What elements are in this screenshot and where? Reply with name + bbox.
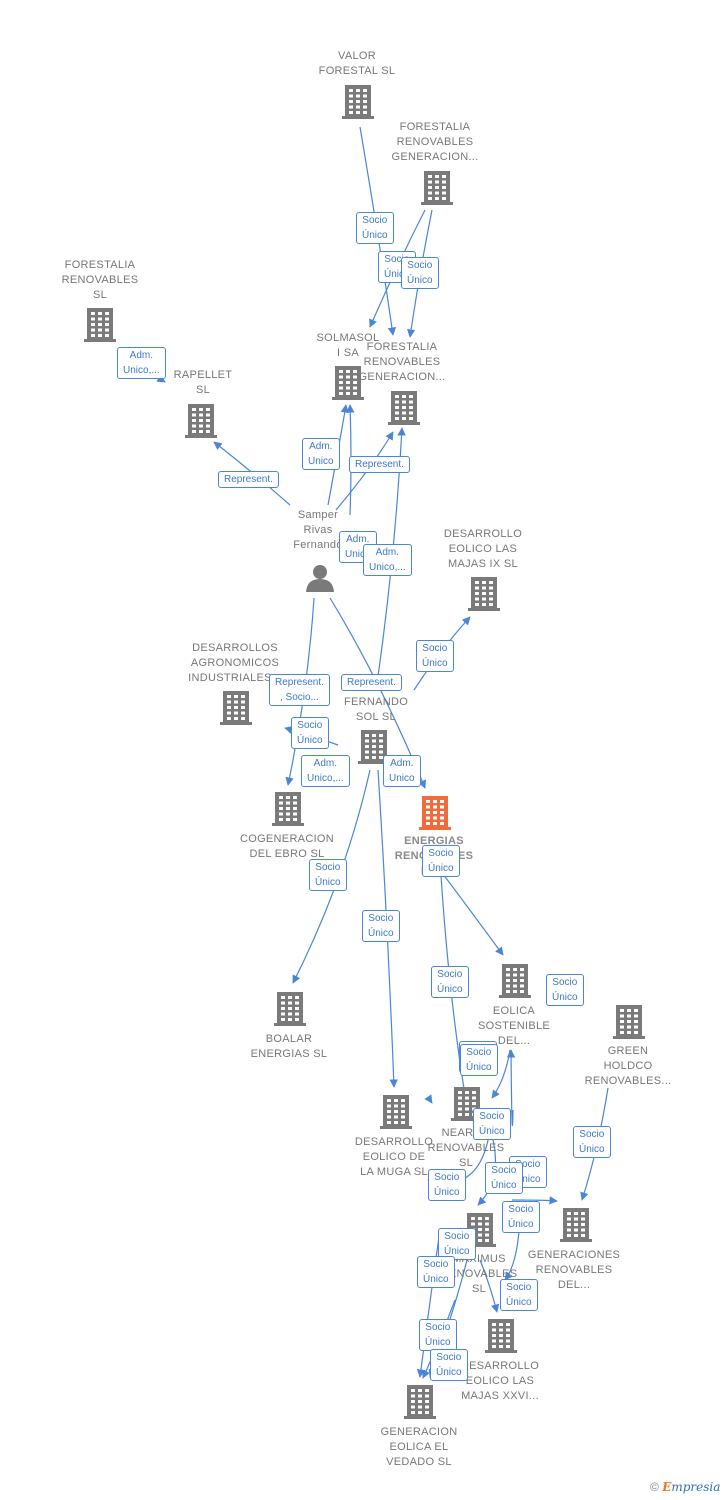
node-label-forestalia-gen-top[interactable]: FORESTALIA RENOVABLES GENERACION... [391, 121, 479, 163]
relationship-label[interactable]: Represent. , Socio... [269, 674, 330, 706]
node-label-fernando-sol[interactable]: FERNANDO SOL SL [343, 696, 409, 723]
building-icon[interactable] [185, 404, 217, 438]
relationship-label[interactable]: Socio Único [573, 1126, 611, 1158]
relationship-label[interactable]: Socio Único [422, 845, 460, 877]
relationship-label[interactable]: Socio Único [416, 640, 454, 672]
node-label-majas-ix[interactable]: DESARROLLO EOLICO LAS MAJAS IX SL [443, 528, 523, 570]
relationship-label[interactable]: Adm. Unico,... [363, 544, 412, 576]
relationship-label[interactable]: Represent. [218, 471, 279, 488]
relationship-label[interactable]: Socio Único [362, 910, 400, 942]
building-icon[interactable] [358, 730, 390, 764]
relationship-label[interactable]: Adm. Unico,... [117, 347, 166, 379]
relationship-label[interactable]: Adm. Unico [302, 438, 340, 470]
building-icon[interactable] [272, 792, 304, 826]
relationship-edge [511, 1196, 558, 1205]
building-icon[interactable] [404, 1385, 436, 1419]
relationship-label[interactable]: Socio Único [485, 1162, 523, 1194]
building-icon[interactable] [84, 308, 116, 342]
empresia-logo: © Empresia [650, 1480, 720, 1494]
relationship-label[interactable]: Socio Único [546, 974, 584, 1006]
relationship-edge [506, 1049, 516, 1127]
node-label-majas-xxvi[interactable]: DESARROLLO EOLICO LAS MAJAS XXVI... [460, 1360, 540, 1402]
node-label-valor[interactable]: VALOR FORESTAL SL [318, 50, 396, 77]
building-icon[interactable] [220, 691, 252, 725]
relationship-label[interactable]: Socio Único [473, 1108, 511, 1140]
building-icon[interactable] [388, 391, 420, 425]
relationship-label[interactable]: Socio Único [430, 1349, 468, 1381]
relationship-label[interactable]: Socio Único [401, 257, 439, 289]
relationship-edge [439, 869, 504, 956]
building-icon[interactable] [342, 85, 374, 119]
node-label-samper[interactable]: Samper Rivas Fernando [293, 509, 343, 551]
building-icon[interactable] [560, 1208, 592, 1242]
building-icon[interactable] [332, 366, 364, 400]
node-label-eolica-sostenible[interactable]: EOLICA SOSTENIBLE DEL... [477, 1005, 551, 1047]
building-icon[interactable] [421, 171, 453, 205]
relationship-label[interactable]: Represent. [349, 456, 410, 473]
relationship-label[interactable]: Represent. [341, 674, 402, 691]
relationship-label[interactable]: Socio Único [428, 1169, 466, 1201]
node-label-generaciones[interactable]: GENERACIONES RENOVABLES DEL... [527, 1249, 621, 1291]
relationship-label[interactable]: Socio Único [356, 212, 394, 244]
building-icon[interactable] [419, 796, 451, 830]
node-label-boalar[interactable]: BOALAR ENERGIAS SL [250, 1033, 328, 1060]
node-label-solmasol[interactable]: SOLMASOL I SA [316, 332, 380, 359]
relationship-label[interactable]: Socio Único [419, 1319, 457, 1351]
node-label-green-holdco[interactable]: GREEN HOLDCO RENOVABLES... [584, 1045, 672, 1087]
building-icon[interactable] [274, 992, 306, 1026]
relationship-label[interactable]: Socio Único [502, 1201, 540, 1233]
relationship-edge [479, 1259, 500, 1313]
building-icon[interactable] [499, 964, 531, 998]
brand-initial: E [662, 1480, 672, 1494]
relationship-label[interactable]: Socio Único [291, 717, 329, 749]
node-label-muga[interactable]: DESARROLLO EOLICO DE LA MUGA SL [354, 1136, 434, 1178]
brand-name: mpresia [671, 1480, 721, 1494]
node-label-vedado[interactable]: GENERACION EOLICA EL VEDADO SL [380, 1426, 458, 1468]
building-icon[interactable] [468, 577, 500, 611]
node-label-forestalia-gen-mid[interactable]: FORESTALIA RENOVABLES GENERACION... [358, 341, 446, 383]
relationship-label[interactable]: Socio Único [431, 966, 469, 998]
relationship-label[interactable]: Socio Único [417, 1256, 455, 1288]
relationship-label[interactable]: Adm. Unico,... [301, 755, 350, 787]
relationship-label[interactable]: Socio Único [309, 859, 347, 891]
building-icon[interactable] [380, 1095, 412, 1129]
person-icon[interactable] [306, 565, 334, 592]
building-icon[interactable] [613, 1005, 645, 1039]
node-label-agronomicos[interactable]: DESARROLLOS AGRONOMICOS INDUSTRIALES... [188, 642, 282, 684]
building-icon[interactable] [485, 1319, 517, 1353]
relationship-label[interactable]: Adm. Unico [383, 755, 421, 787]
node-label-rapellet[interactable]: RAPELLET SL [173, 369, 233, 396]
copyright-symbol: © [650, 1480, 659, 1494]
relationship-edge [416, 1229, 441, 1378]
node-label-forestalia-ren[interactable]: FORESTALIA RENOVABLES SL [61, 259, 139, 301]
relationship-label[interactable]: Socio Único [438, 1228, 476, 1260]
node-label-cogeneracion[interactable]: COGENERACION DEL EBRO SL [239, 833, 335, 860]
relationship-label[interactable]: Socio Único [500, 1279, 538, 1311]
relationship-edge [424, 1094, 433, 1104]
relationship-label[interactable]: Socio Único [460, 1044, 498, 1076]
